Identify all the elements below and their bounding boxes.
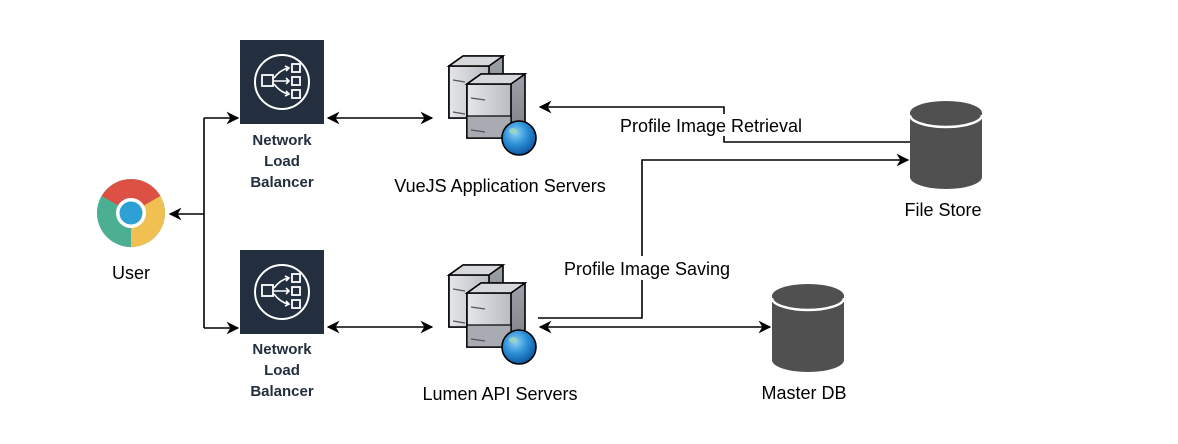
edge-user-nlb [168,111,240,335]
network-load-balancer-icon [239,249,325,335]
web-server-icon [448,55,537,156]
node-file-store[interactable]: File Store [904,99,984,220]
node-label-nlb-bottom-line3: Balancer [250,383,314,400]
network-load-balancer-icon [239,39,325,125]
edge-lumen-filestore [538,153,910,319]
node-label-file-store: File Store [904,200,981,220]
node-label-nlb-bottom-line2: Load [264,362,300,379]
node-label-vue-servers: VueJS Application Servers [394,176,605,196]
database-cylinder-icon [908,99,984,191]
chrome-browser-icon [97,179,165,247]
node-label-lumen-servers: Lumen API Servers [422,384,577,404]
node-label-nlb-bottom-line1: Network [252,341,312,358]
edge-label-profile-image-saving: Profile Image Saving [564,259,730,279]
node-master-db[interactable]: Master DB [761,282,847,403]
node-label-nlb-top-line3: Balancer [250,174,314,191]
edge-label-profile-image-retrieval: Profile Image Retrieval [620,116,802,136]
database-cylinder-icon [770,282,846,374]
node-nlb-bottom[interactable]: Network Load Balancer [239,249,325,400]
node-label-master-db: Master DB [761,383,846,403]
node-lumen-servers[interactable]: Lumen API Servers [422,264,578,404]
node-label-user: User [112,263,150,283]
node-label-nlb-top-line2: Load [264,153,300,170]
node-nlb-top[interactable]: Network Load Balancer [239,39,325,191]
node-user[interactable]: User [97,179,165,283]
node-label-nlb-top-line1: Network [252,132,312,149]
web-server-icon [448,264,537,365]
node-vue-servers[interactable]: VueJS Application Servers [394,55,606,196]
